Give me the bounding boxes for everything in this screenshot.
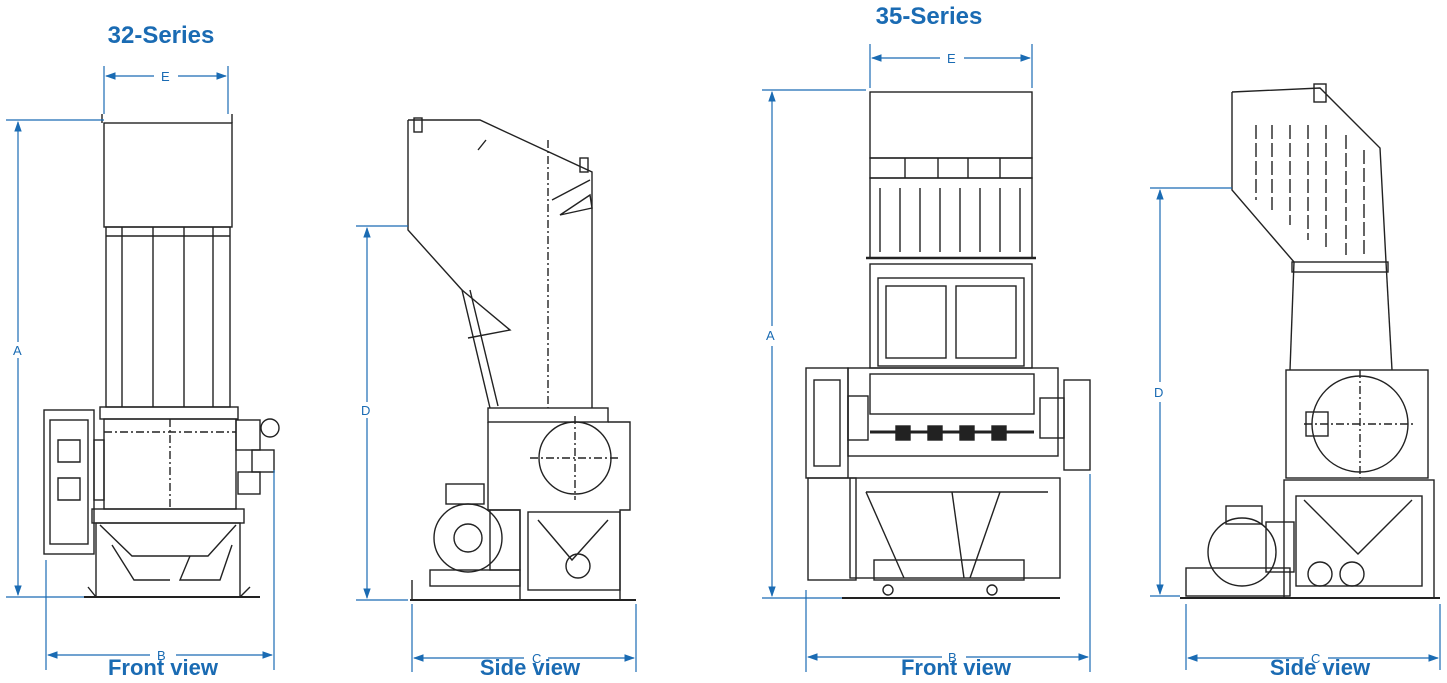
front-view-32-drawing (43, 114, 280, 598)
series-35-title: 35-Series (875, 3, 983, 30)
side-view-32-dim-c: C (532, 651, 541, 666)
front-view-32-dim-e: E (161, 69, 170, 84)
side-view-32-dim-d: D (361, 403, 370, 418)
side-view-32-dimensions (356, 225, 637, 672)
front-view-35-dim-e: E (947, 51, 956, 66)
side-view-35-drawing (1180, 83, 1440, 599)
front-view-32-dim-b: B (157, 648, 166, 663)
side-view-35-dimensions (1150, 187, 1441, 670)
front-view-35-drawing (805, 91, 1091, 599)
front-view-35-label: Front view (900, 655, 1012, 680)
front-view-32-dim-a: A (13, 343, 22, 358)
side-view-35-dim-d: D (1154, 385, 1163, 400)
front-view-35-dim-b: B (948, 650, 957, 665)
front-view-35-dim-a: A (766, 328, 775, 343)
side-view-32-label: Side view (479, 655, 581, 680)
side-view-32-drawing (407, 117, 636, 601)
front-view-35-dimensions (762, 44, 1091, 672)
side-view-35-label: Side view (1269, 655, 1371, 680)
front-view-32-label: Front view (107, 655, 219, 680)
side-view-35-dim-c: C (1311, 651, 1320, 666)
series-32-title: 32-Series (107, 22, 215, 49)
front-view-32-dimensions (6, 66, 275, 670)
